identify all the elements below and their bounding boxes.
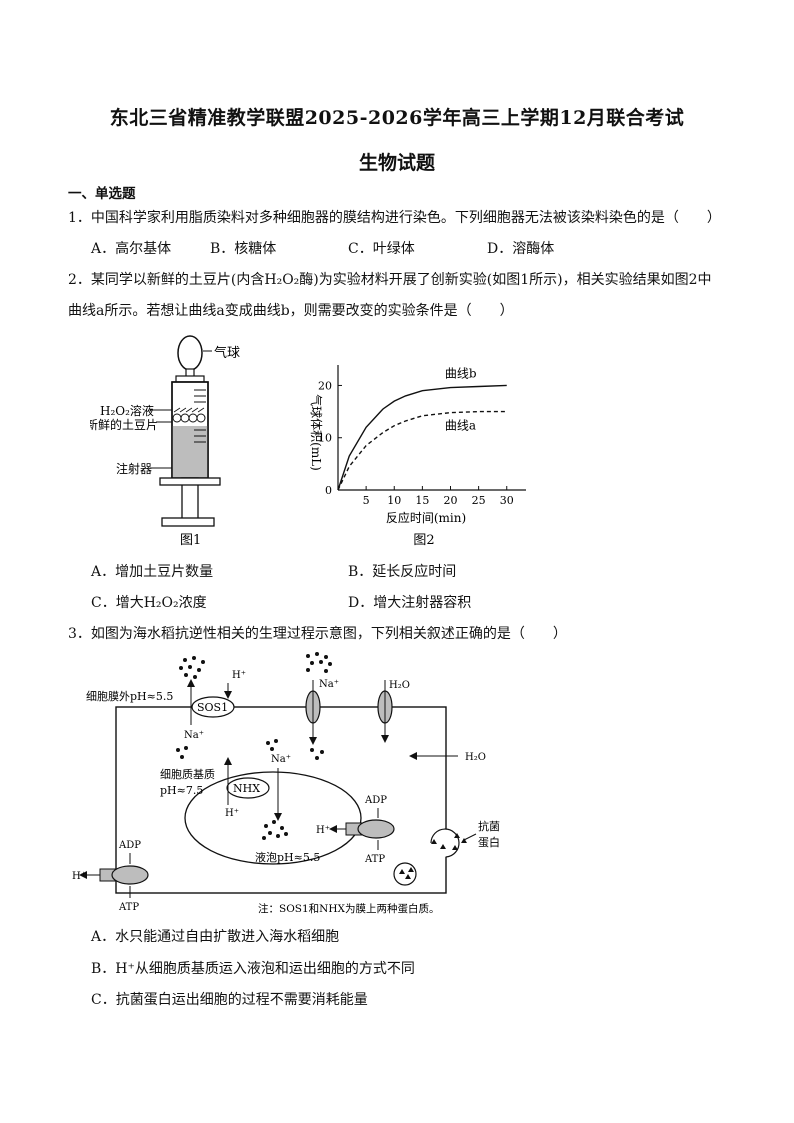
q2-stem-line1: 2．某同学以新鲜的土豆片(内含H₂O₂酶)为实验材料开展了创新实验(如图1所示)… (68, 272, 712, 288)
membrane-atp-label: ATP (118, 902, 139, 913)
q1-option-c: C．叶绿体 (348, 241, 415, 257)
q1-option-d: D．溶酶体 (487, 241, 555, 257)
potato-label: 新鲜的土豆片 (90, 417, 158, 432)
q1-stem: 1．中国科学家利用脂质染料对多种细胞器的膜结构进行染色。下列细胞器无法被该染料染… (68, 210, 721, 226)
chart-y-tick-label: 0 (325, 484, 332, 497)
q2-option-a: A．增加土豆片数量 (91, 564, 214, 580)
chart-series-line (337, 384, 507, 491)
sos1-na-label: Na⁺ (184, 730, 204, 741)
q3-option-c: C．抗菌蛋白运出细胞的过程不需要消耗能量 (91, 992, 368, 1008)
antibacterial-label-line2: 蛋白 (478, 835, 500, 849)
pump-h-label: H⁺ (316, 825, 330, 836)
h2o2-label: H₂O₂溶液 (100, 403, 154, 418)
figure3-cell-diagram: 细胞膜外pH≈5.5 SOS1 H⁺ Na⁺ Na⁺ H₂O H₂O 细胞质基质… (72, 652, 500, 915)
syringe-label: 注射器 (116, 461, 152, 476)
membrane-atpase (111, 865, 149, 885)
q2-stem-line2: 曲线a所示。若想让曲线a变成曲线b，则需要改变的实验条件是（ ） (68, 303, 514, 319)
chart-series-label: 曲线b (445, 366, 477, 380)
sos1-h-label: H⁺ (232, 670, 246, 681)
nhx-protein (226, 777, 270, 799)
nhx-label: NHX (233, 782, 260, 795)
q3-option-a: A．水只能通过自由扩散进入海水稻细胞 (91, 929, 340, 945)
nhx-h-label: H⁺ (225, 808, 239, 819)
vacuole (184, 771, 362, 865)
section-heading: 一、单选题 (68, 186, 136, 202)
chart-x-tick-label: 10 (387, 494, 401, 507)
balloon-shape (177, 335, 203, 371)
chart-x-tick-label: 5 (363, 494, 370, 507)
chart-caption: 图2 (413, 533, 434, 548)
channel-na-label: Na⁺ (319, 679, 339, 690)
cyto-label-line2: pH≈7.5 (160, 784, 203, 797)
figure1-caption: 图1 (180, 533, 201, 547)
chart-y-tick-label: 10 (318, 432, 332, 445)
sos1-protein (191, 696, 235, 718)
chart-xlabel: 反应时间(min) (386, 510, 466, 525)
exocytosis-vesicle (430, 828, 460, 858)
chart-x-tick-label: 25 (472, 494, 486, 507)
sos1-label: SOS1 (197, 701, 228, 714)
antibacterial-label-line1: 抗菌 (478, 819, 500, 833)
figure1-syringe: 气球 H₂O₂溶液 新鲜的土豆片 注射器 图1 (90, 335, 240, 547)
q2-option-d: D．增大注射器容积 (348, 595, 472, 611)
chart-series-line (337, 410, 507, 491)
q3-option-b: B．H⁺从细胞质基质运入液泡和运出细胞的方式不同 (91, 961, 415, 977)
outside-ph-label: 细胞膜外pH≈5.5 (86, 690, 173, 703)
membrane-adp-label: ADP (118, 840, 141, 851)
channel-h2o-label: H₂O (389, 680, 410, 691)
membrane-h-label: H⁺ (72, 871, 86, 882)
exam-title: 东北三省精准教学联盟2025-2026学年高三上学期12月联合考试 (109, 107, 685, 129)
chart-y-tick-label: 20 (318, 379, 332, 392)
figure2-chart: 5 10 15 20 25 30 0 10 20 气球体积(mL) 曲线b 曲线a 反应时间(min… (309, 365, 526, 548)
q1-option-b: B．核糖体 (210, 241, 277, 257)
balloon-label: 气球 (214, 345, 240, 361)
vacuole-atpase (357, 819, 395, 839)
chart-x-tick-label: 20 (444, 494, 458, 507)
vacuole-atp-label: ATP (364, 854, 385, 865)
q3-stem: 3．如图为海水稻抗逆性相关的生理过程示意图，下列相关叙述正确的是（ ） (68, 626, 567, 642)
diffusion-h2o-label: H₂O (465, 752, 486, 763)
vacuole-ph-label: 液泡pH≈5.5 (255, 850, 320, 864)
chart-series-label: 曲线a (445, 419, 476, 433)
chart-ylabel: 气球体积(mL) (309, 394, 324, 471)
q2-option-b: B．延长反应时间 (348, 564, 457, 580)
vacuole-adp-label: ADP (364, 795, 387, 806)
exam-subtitle: 生物试题 (358, 152, 435, 174)
q1-option-a: A．高尔基体 (91, 241, 172, 257)
figure3-note: 注：SOS1和NHX为膜上两种蛋白质。 (258, 902, 440, 915)
q2-option-c: C．增大H₂O₂浓度 (91, 595, 207, 611)
cyto-label-line1: 细胞质基质 (160, 768, 215, 781)
nhx-na-label: Na⁺ (271, 754, 291, 765)
chart-x-tick-label: 30 (500, 494, 514, 507)
chart-x-tick-label: 15 (415, 494, 429, 507)
